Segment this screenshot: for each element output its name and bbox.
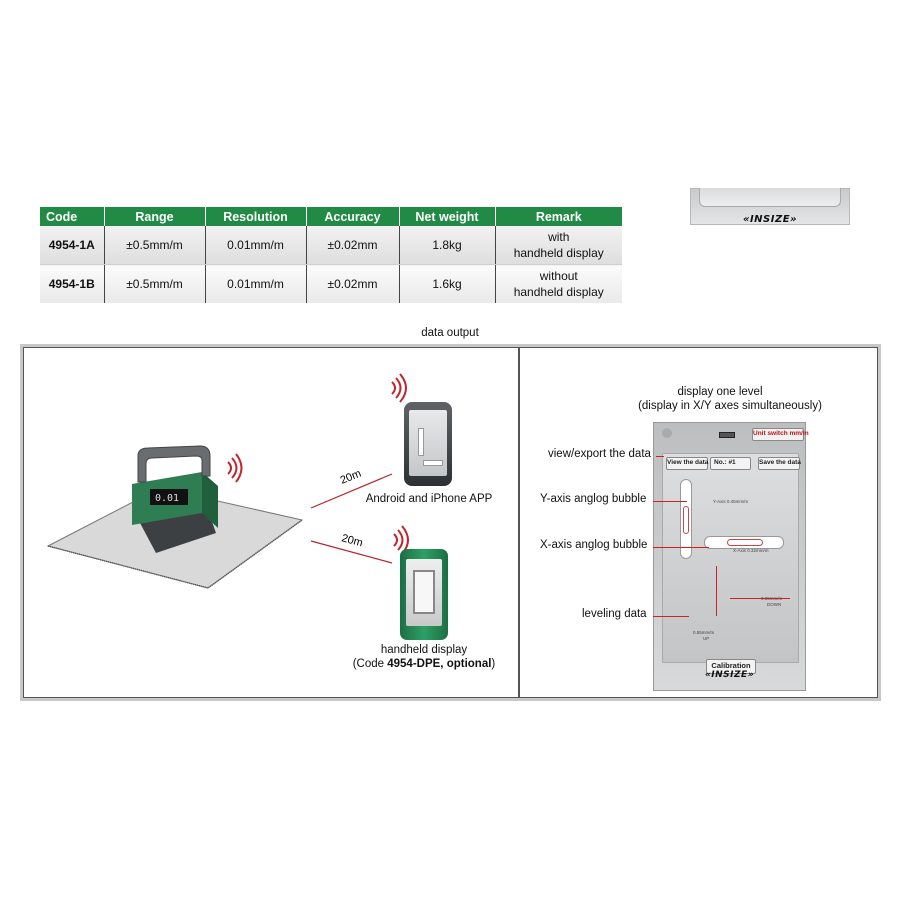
phone-screen [409, 410, 447, 476]
handheld-screen [406, 559, 442, 626]
cell-code: 4954-1A [40, 226, 104, 265]
link-line-phone [310, 473, 393, 509]
diagram-frame: 0.01 20m 20m Android and [20, 344, 881, 701]
y-axis-bubble-vial [680, 479, 692, 559]
cell-resolution: 0.01mm/m [204, 226, 306, 265]
right-panel: display one level (display in X/Y axes s… [519, 347, 878, 698]
handheld-display [400, 549, 448, 640]
header-resolution: Resolution [204, 207, 306, 226]
down-label: DOWN [767, 602, 782, 607]
remark-line-2: handheld display [513, 285, 604, 299]
header-accuracy: Accuracy [305, 207, 399, 226]
x-axis-value: X-Axis 0.32mm/m [733, 548, 769, 553]
header-range: Range [103, 207, 205, 226]
x-axis-bubble-vial [704, 536, 784, 549]
leader-line-view [656, 456, 664, 457]
table-header-row: Code Range Resolution Accuracy Net weigh… [40, 207, 622, 226]
header-code: Code [40, 207, 104, 226]
cell-remark: with handheld display [494, 226, 622, 265]
code-suffix: ) [491, 658, 496, 670]
cell-code: 4954-1B [40, 264, 104, 303]
left-panel: 0.01 20m 20m Android and [23, 347, 519, 698]
up-label: UP [703, 636, 710, 641]
cell-resolution: 0.01mm/m [204, 264, 306, 303]
device-illustration: 0.01 20m 20m [46, 373, 409, 589]
handheld-code: (Code 4954-DPE, optional) [324, 658, 524, 670]
section-label: data output [421, 327, 479, 339]
distance-label-phone: 20m [339, 468, 363, 487]
wifi-icon [227, 453, 243, 483]
plate-edge [47, 519, 303, 589]
cell-weight: 1.8kg [398, 226, 495, 265]
y-bubble [683, 506, 689, 534]
code-prefix: (Code [352, 658, 388, 670]
right-title-line-1: display one level [677, 386, 763, 398]
battery-icon [719, 432, 735, 438]
table-row: 4954-1B ±0.5mm/m 0.01mm/m ±0.02mm 1.6kg … [40, 264, 622, 303]
callout-leveling: leveling data [582, 608, 647, 620]
app-screenshot: Unit switch mm/m View the data No.: #1 S… [653, 422, 809, 691]
cell-range: ±0.5mm/m [103, 226, 205, 265]
y-axis-value: Y-Axis 0.45mm/m [713, 499, 749, 504]
calibration-button[interactable]: Calibration [706, 659, 756, 674]
handheld-label: handheld display [380, 644, 468, 656]
x-bubble [727, 539, 763, 546]
link-line-handheld [310, 540, 393, 564]
up-value: 0.55mm/m [693, 630, 715, 635]
wifi-icon-phone [391, 373, 407, 403]
logo-text: «INSIZE» [742, 214, 798, 225]
unit-switch-button[interactable]: Unit switch mm/m [752, 428, 809, 441]
device-handle [137, 445, 211, 483]
leader-line-x [653, 547, 709, 548]
callout-y-bubble: Y-axis anglog bubble [540, 493, 647, 505]
callout-view-export: view/export the data [548, 448, 651, 460]
device-display [150, 489, 188, 505]
logo-corner: «INSIZE» [690, 188, 850, 225]
phone-bubble-y [418, 428, 424, 456]
app-status-icon [662, 428, 672, 438]
leader-vertical-x [716, 566, 717, 616]
distance-label-handheld: 20m [340, 532, 364, 549]
header-net-weight: Net weight [398, 207, 495, 226]
insize-logo: «INSIZE» [691, 209, 849, 227]
cell-accuracy: ±0.02mm [305, 226, 399, 265]
phone-label: Android and iPhone APP [365, 493, 493, 505]
header-remark: Remark [494, 207, 622, 226]
leader-line-leveling [653, 616, 689, 617]
remark-line-1: without [539, 269, 578, 283]
leader-line-y [653, 501, 687, 502]
remark-line-2: handheld display [513, 246, 604, 260]
cell-remark: without handheld display [494, 264, 622, 303]
code-number: 4954-DPE, optional [387, 658, 492, 670]
device-side [202, 472, 218, 528]
spec-table: Code Range Resolution Accuracy Net weigh… [40, 207, 622, 303]
handheld-window [413, 570, 435, 614]
cell-range: ±0.5mm/m [103, 264, 205, 303]
table-row: 4954-1A ±0.5mm/m 0.01mm/m ±0.02mm 1.8kg … [40, 226, 622, 265]
bezel [699, 188, 841, 207]
remark-line-1: with [548, 230, 570, 244]
phone-bubble-x [423, 460, 443, 466]
cell-weight: 1.6kg [398, 264, 495, 303]
leveling-line [730, 598, 790, 599]
callout-x-bubble: X-axis anglog bubble [540, 539, 648, 551]
save-data-button[interactable]: Save the data [758, 457, 801, 470]
app-insize-logo: «INSIZE» [654, 664, 805, 682]
view-data-button[interactable]: View the data [666, 457, 708, 470]
record-number: No.: #1 [710, 457, 751, 470]
smartphone [404, 402, 452, 486]
right-title-line-2: (display in X/Y axes simultaneously) [638, 400, 822, 412]
app-logo-text: «INSIZE» [704, 670, 755, 680]
device-readout: 0.01 [155, 493, 179, 504]
cell-accuracy: ±0.02mm [305, 264, 399, 303]
